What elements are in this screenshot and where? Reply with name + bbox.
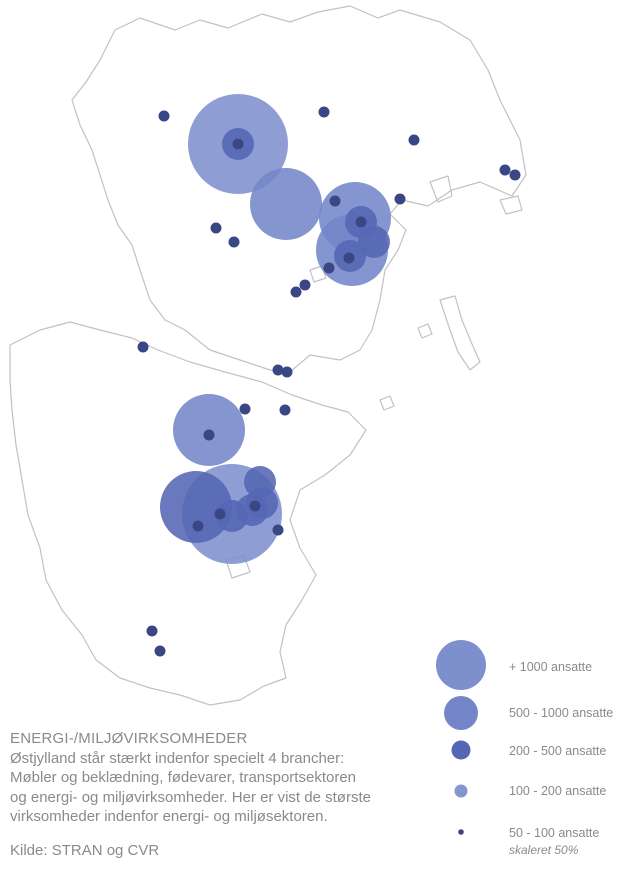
map-marker-xs [146,625,158,637]
caption-line: Møbler og beklædning, fødevarer, transpo… [10,769,357,786]
map-marker-xs [249,500,261,512]
legend-swatch-s [454,784,468,798]
map-marker-xs [137,341,149,353]
legend-swatch-xl [436,640,486,690]
map-marker-xs [214,508,226,520]
map-marker-l [250,168,322,240]
map-marker-xs [509,169,521,181]
caption: ENERGI-/MILJØVIRKSOMHEDER Østjylland stå… [10,729,410,827]
map-marker-xs [408,134,420,146]
map-marker-xs [272,524,284,536]
map-marker-xs [203,429,215,441]
caption-line: og energi- og miljøvirksomheder. Her er … [10,788,371,806]
map-marker-xs [154,645,166,657]
coastline-outline [9,5,527,706]
map-marker-l [160,471,232,543]
map-marker-xs [239,403,251,415]
legend-swatch-m [451,740,471,760]
map-marker-xs [279,404,291,416]
caption-line: virksomheder indenfor energi- og miljøse… [10,808,328,825]
caption-title: ENERGI-/MILJØVIRKSOMHEDER [10,730,248,747]
map-marker-xs [192,520,204,532]
map-marker-xs [210,222,222,234]
map-marker-xs [290,286,302,298]
map-marker-xs [318,106,330,118]
legend-swatches [436,640,486,835]
map-marker-xs [499,164,511,176]
legend-swatch-xs [458,829,464,835]
caption-line: Østjylland står stærkt indenfor specielt… [10,749,345,767]
map-marker-xs [343,252,355,264]
map-marker-xs [232,138,244,150]
map-marker-xs [272,364,284,376]
map-markers [137,94,521,657]
source-credit: Kilde: STRAN og CVR [10,842,160,859]
map-marker-xs [228,236,240,248]
map-marker-xs [394,193,406,205]
map-marker-xs [281,366,293,378]
map-marker-xs [299,279,311,291]
map-marker-xs [323,262,335,274]
map-marker-xs [329,195,341,207]
map-marker-xs [355,216,367,228]
map-marker-m [358,226,390,258]
legend-swatch-l [444,696,478,730]
map-marker-xs [158,110,170,122]
